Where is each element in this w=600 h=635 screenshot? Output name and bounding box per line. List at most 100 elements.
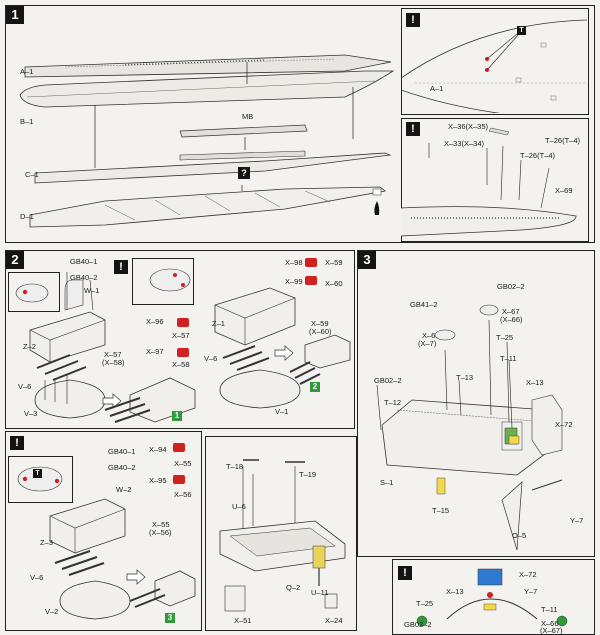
label-t19: T–19 — [299, 470, 317, 479]
label-x56: (X–56) — [149, 528, 172, 537]
superstructure-assembly — [376, 304, 563, 551]
label-x55-red: X–55 — [174, 459, 192, 468]
label-x13-b: X–13 — [446, 587, 464, 596]
label-v6-c: V–6 — [30, 573, 44, 582]
label-t25: T–25 — [496, 333, 514, 342]
step-1-panel — [5, 5, 595, 243]
label-x59: X–59 — [311, 319, 329, 328]
label-x69: X–69 — [555, 186, 573, 195]
label-x72: X–72 — [555, 420, 573, 429]
label-v2: V–2 — [45, 607, 59, 616]
label-t13: T–13 — [456, 373, 474, 382]
label-x57: X–57 — [104, 350, 122, 359]
label-x56-red: X–56 — [174, 490, 192, 499]
label-x51: X–51 — [234, 616, 252, 625]
label-x59-red: X–59 — [325, 258, 343, 267]
label-x33: X–33(X–34) — [444, 139, 485, 148]
label-x24: X–24 — [325, 616, 343, 625]
label-t25-b: T–25 — [416, 599, 434, 608]
label-x98: X–98 — [285, 258, 303, 267]
step-2-panel — [5, 250, 355, 429]
step-2-lower-panel — [5, 431, 202, 631]
step-2-badge: 2 — [6, 251, 24, 269]
label-gb02-2-c: GB02–2 — [404, 620, 432, 629]
label-x58-red: X–58 — [172, 360, 190, 369]
label-x94: X–94 — [149, 445, 167, 454]
label-gb40-2: GB40–2 — [70, 273, 98, 282]
label-s1: S–1 — [380, 478, 394, 487]
exclam-badge: ! — [10, 436, 24, 450]
label-gb02-2-b: GB02–2 — [374, 376, 402, 385]
label-d1: D–1 — [20, 212, 34, 221]
bridge-base-panel — [205, 436, 357, 631]
label-x66-b: X–66 — [541, 619, 559, 628]
label-t15: T–15 — [432, 506, 450, 515]
label-y7-b: Y–7 — [524, 587, 538, 596]
callout-turret-c — [8, 456, 73, 503]
label-gb40-1: GB40–1 — [70, 257, 98, 266]
sub-step-2-badge: 2 — [310, 382, 320, 392]
label-a1: A–1 — [20, 67, 34, 76]
label-w1: W–1 — [84, 286, 100, 295]
callout-turret-detail — [132, 258, 194, 305]
callout-stern — [401, 118, 589, 242]
exclam-badge: ! — [398, 566, 412, 580]
callout-a1-bow — [401, 8, 589, 115]
label-x95: X–95 — [149, 476, 167, 485]
label-v3: V–3 — [24, 409, 38, 418]
label-w2: W–2 — [116, 485, 132, 494]
label-t11: T–11 — [500, 354, 517, 363]
label-x96: X–96 — [146, 317, 164, 326]
sub-step-3-badge: 3 — [165, 613, 175, 623]
bow-deck-drawing — [401, 19, 587, 113]
label-x67-b: (X–67) — [540, 626, 563, 635]
label-z1: Z–1 — [212, 319, 225, 328]
label-x57-red: X–57 — [172, 331, 190, 340]
exclam-badge: ! — [406, 122, 420, 136]
label-x13: X–13 — [526, 378, 544, 387]
stern-drawing — [401, 127, 577, 237]
question-badge: ? — [238, 167, 250, 179]
label-x55: X–55 — [152, 520, 170, 529]
label-v1: V–1 — [275, 407, 289, 416]
label-o5: O–5 — [512, 531, 527, 540]
label-x60-red: X–60 — [325, 279, 343, 288]
step-3-panel — [357, 250, 595, 557]
label-x99: X–99 — [285, 277, 303, 286]
callout-turret-top — [8, 272, 60, 312]
label-t26-a: T–26(T–4) — [545, 136, 581, 145]
label-x66: (X–66) — [500, 315, 523, 324]
bridge-base-assembly — [219, 459, 346, 612]
label-v6: V–6 — [18, 382, 32, 391]
label-x7: (X–7) — [418, 339, 437, 348]
label-mb: MB — [242, 112, 254, 121]
turret-c-assembly — [17, 443, 196, 620]
label-gb02-2: GB02–2 — [497, 282, 525, 291]
label-x6: X–6 — [422, 331, 436, 340]
label-a1-callout: A–1 — [430, 84, 444, 93]
label-b1: B–1 — [20, 117, 34, 126]
label-x58: (X–58) — [102, 358, 125, 367]
label-x97: X–97 — [146, 347, 164, 356]
label-t26-b: T–26(T–4) — [520, 151, 556, 160]
label-gb41-2: GB41–2 — [410, 300, 438, 309]
hull-assembly-drawing — [19, 54, 395, 228]
label-x36: X–36(X–35) — [448, 122, 489, 131]
label-x72-b: X–72 — [519, 570, 537, 579]
label-c1: C–1 — [25, 170, 39, 179]
label-t11-b: T–11 — [541, 605, 558, 614]
t-badge: T — [33, 469, 42, 478]
label-gb40-1-b: GB40–1 — [108, 447, 136, 456]
step-1-badge: 1 — [6, 6, 24, 24]
label-q2: Q–2 — [286, 583, 301, 592]
t-badge: T — [517, 26, 526, 35]
label-gb40-2-b: GB40–2 — [108, 463, 136, 472]
sub-step-1-badge: 1 — [172, 411, 182, 421]
step-3-badge: 3 — [358, 251, 376, 269]
label-v6-b: V–6 — [204, 354, 218, 363]
label-x67: X–67 — [502, 307, 520, 316]
label-t18: T–18 — [226, 462, 244, 471]
label-t12: T–12 — [384, 398, 402, 407]
exclam-badge: ! — [406, 13, 420, 27]
label-z2: Z–2 — [23, 342, 36, 351]
